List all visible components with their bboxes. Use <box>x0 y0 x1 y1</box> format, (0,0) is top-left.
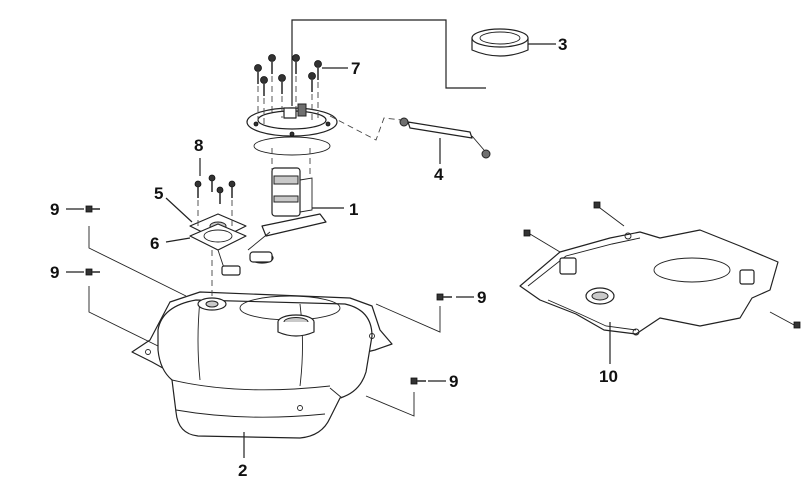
callout-labels: 1 2 3 4 5 6 7 8 9 9 9 9 10 <box>50 35 618 480</box>
sender-screws <box>194 174 236 228</box>
callout-tank-cap: 3 <box>558 35 567 54</box>
fuel-hose <box>329 115 491 159</box>
callout-sender-plate: 5 <box>154 184 163 203</box>
tank-cap <box>471 28 529 57</box>
callout-fuel-pump: 1 <box>349 200 358 219</box>
callout-tank-bolt-a: 9 <box>50 200 59 219</box>
fuel-pump-assembly <box>246 103 338 264</box>
pump-bolts <box>254 54 322 126</box>
tank-bolts <box>85 205 452 417</box>
callout-tank-bolt-d: 9 <box>449 372 458 391</box>
fuel-level-sender <box>189 213 247 298</box>
tank-undercover <box>519 201 801 336</box>
callout-sender-gasket: 6 <box>150 234 159 253</box>
callout-tank-bolt-b: 9 <box>50 263 59 282</box>
callout-fuel-tank: 2 <box>238 461 247 480</box>
callout-sender-screws: 8 <box>194 136 203 155</box>
leader-lines <box>66 19 611 458</box>
fuel-tank <box>131 291 393 439</box>
callout-fuel-hose: 4 <box>434 165 444 184</box>
callout-tank-bolt-c: 9 <box>477 288 486 307</box>
callout-undercover: 10 <box>599 367 618 386</box>
callout-pump-bolts: 7 <box>351 59 360 78</box>
